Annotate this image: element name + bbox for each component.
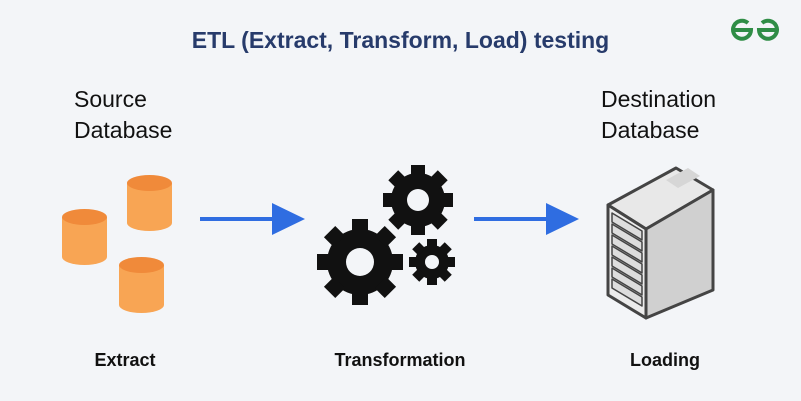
source-line2: Database (74, 117, 173, 143)
step-transformation: Transformation (334, 350, 466, 370)
geeksforgeeks-logo (731, 18, 779, 41)
arrow-right-icon (200, 203, 305, 235)
arrow-right-icon (474, 203, 579, 235)
gears-icon (317, 165, 455, 305)
source-database-label: Source Database (74, 84, 172, 146)
destination-database-label: Destination Database (601, 84, 716, 146)
server-icon (606, 166, 715, 320)
diagram-title: ETL (Extract, Transform, Load) testing (191, 27, 610, 53)
database-cylinder-icon (119, 257, 164, 313)
destination-line2: Database (601, 117, 700, 143)
database-cylinder-icon (127, 175, 172, 231)
destination-line1: Destination (601, 86, 717, 112)
database-cylinder-icon (62, 209, 107, 265)
step-loading: Loading (630, 350, 700, 370)
source-line1: Source (74, 86, 147, 112)
step-extract: Extract (94, 350, 156, 370)
